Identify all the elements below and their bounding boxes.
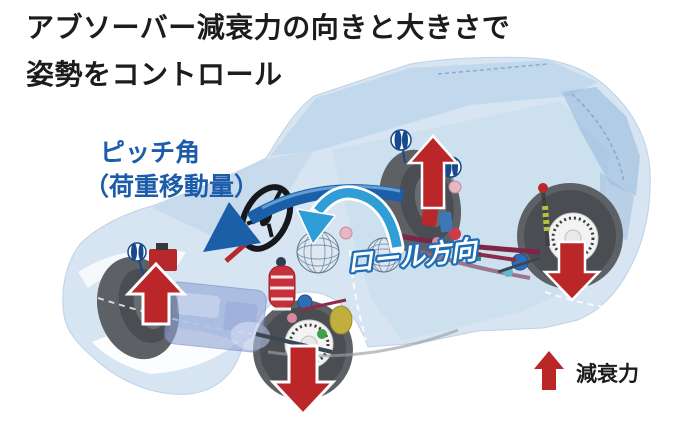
floor-guide-line [544,291,615,309]
pitch-label-line-1: ピッチ角 [100,139,201,167]
absorber-icon-front [127,242,147,275]
pitch-arrow [203,184,405,252]
roll-arrow [296,185,405,255]
title-line-1: アブソーバー減衰力の向きと大きさで [26,12,511,43]
legend-up-arrow-icon [534,351,564,390]
title-line-2: 姿勢をコントロール [26,59,283,90]
pink-knob [339,226,353,240]
damping-force-legend: 減衰力 [534,350,639,390]
diagram-title: アブソーバー減衰力の向きと大きさで 姿勢をコントロール [26,4,510,98]
floor-guide-line [349,249,367,341]
absorber-icon-rear-left [390,129,412,164]
damping-arrow-rear-near-down [542,240,602,302]
pitch-label-line-2: （荷重移動量） [84,173,260,201]
legend-label: 減衰力 [576,363,639,386]
engine [163,281,271,353]
damping-arrow-front-far-up [124,261,188,326]
front-suspension [149,243,353,354]
damping-arrow-front-near-down [269,344,337,417]
damping-arrow-rear-far-up [406,134,460,210]
pitch-angle-label: ピッチ角 （荷重移動量） [84,136,259,204]
